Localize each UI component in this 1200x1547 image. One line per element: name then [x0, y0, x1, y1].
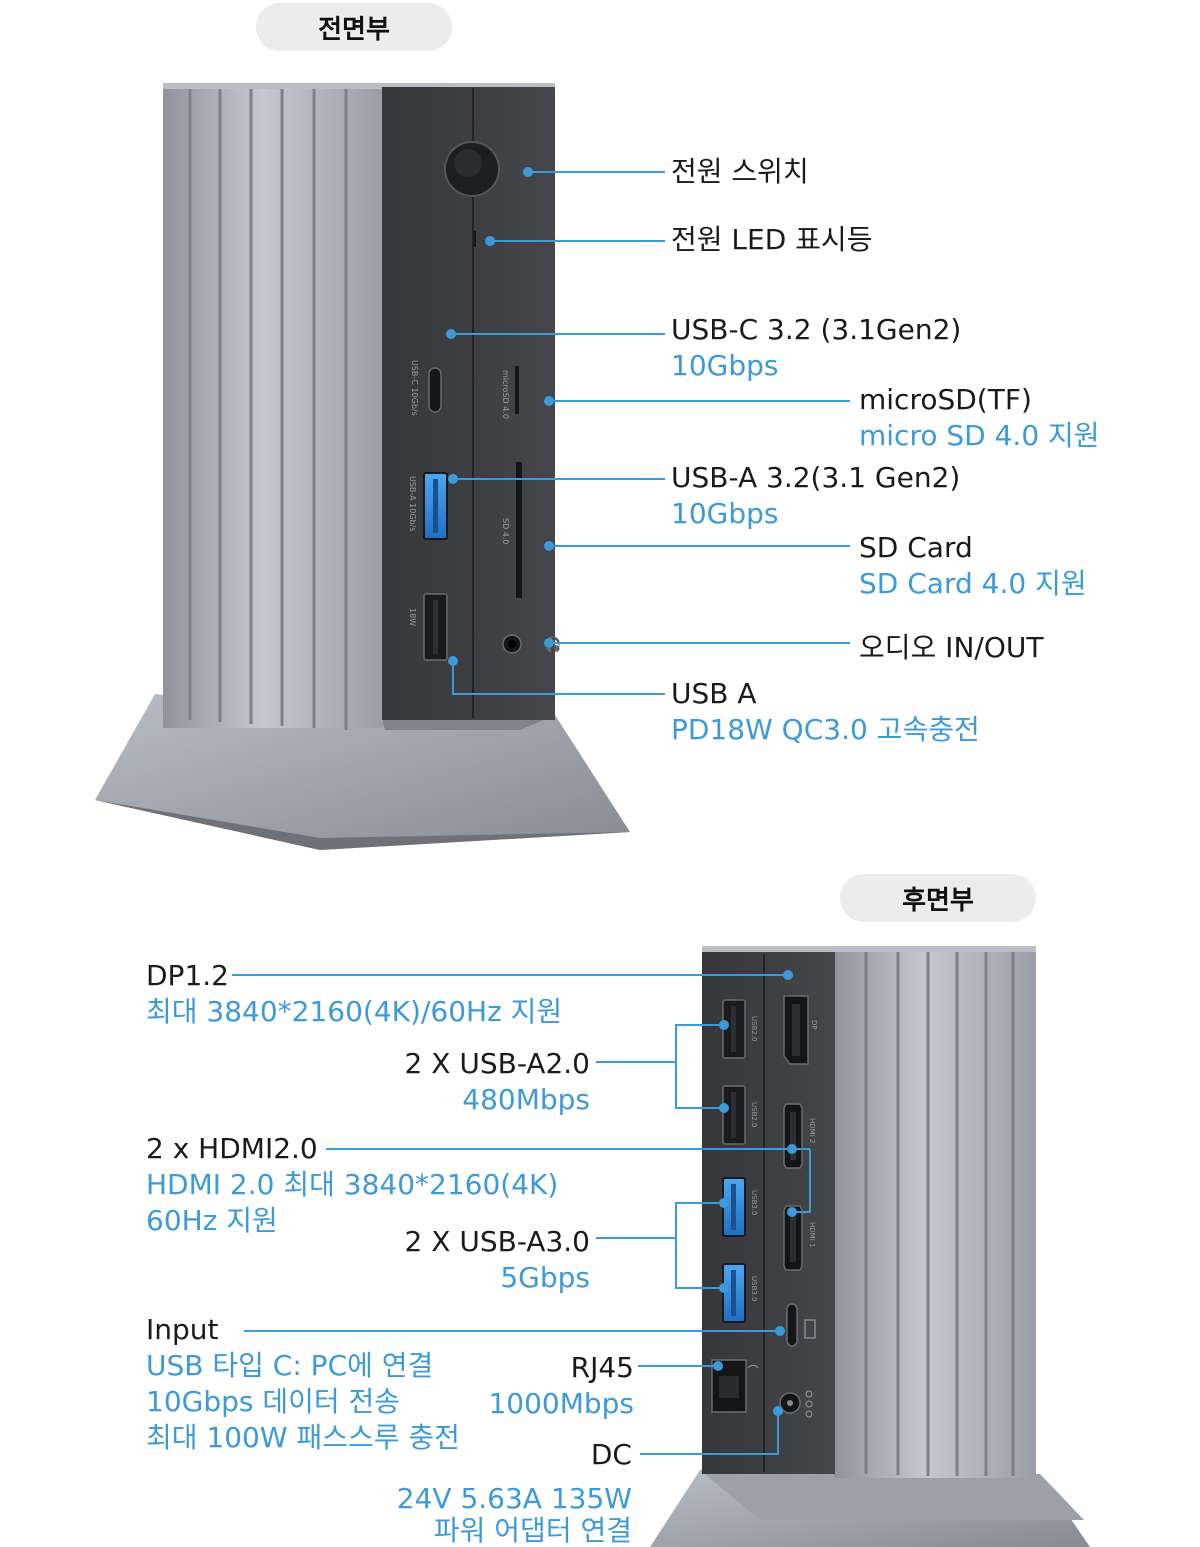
callout-dc: DC 24V 5.63A 135W 파워 어댑터 연결	[397, 1437, 632, 1547]
callout-usba-front-sub: 10Gbps	[671, 497, 779, 530]
callout-input: Input USB 타입 C: PC에 연결 10Gbps 데이터 전송 최대 …	[146, 1312, 460, 1456]
hdmi-2-port-label: HDMI 2	[808, 1118, 816, 1143]
callout-sd-card-sub: SD Card 4.0 지원	[859, 567, 1087, 600]
callout-usba-charge-sub: PD18W QC3.0 고속충전	[671, 713, 980, 746]
rear-usb2-port-1-label: USB2.0	[750, 1016, 758, 1042]
front-usbc-port-icon	[428, 367, 442, 413]
callout-hdmi-sub2: 60Hz 지원	[146, 1204, 278, 1237]
callout-dp: DP1.2 최대 3840*2160(4K)/60Hz 지원	[146, 958, 562, 1030]
front-callout-lines	[446, 167, 850, 695]
callout-input-sub3: 최대 100W 패스스루 충전	[146, 1421, 460, 1454]
callout-usbc-front-sub: 10Gbps	[671, 349, 779, 382]
hdmi-1-port-label: HDMI 1	[808, 1222, 816, 1247]
callout-usb3: 2 X USB-A3.0 5Gbps	[405, 1224, 590, 1296]
callout-sd-card-title: SD Card	[859, 531, 973, 564]
callout-dc-sub2: 파워 어댑터 연결	[433, 1514, 632, 1547]
front-device: USB-C 10Gb/s microSD 4.0 USB-A 10Gb/s SD…	[95, 83, 630, 850]
network-icon	[747, 1364, 759, 1369]
callout-usb3-sub: 5Gbps	[500, 1261, 590, 1294]
microsd-slot-label: microSD 4.0	[501, 370, 510, 419]
callout-rj45-title: RJ45	[570, 1351, 634, 1384]
power-led-icon	[473, 231, 476, 247]
callout-input-sub1: USB 타입 C: PC에 연결	[146, 1349, 434, 1382]
callout-rj45: RJ45 1000Mbps	[488, 1350, 634, 1422]
callout-audio: 오디오 IN/OUT	[859, 630, 1043, 666]
callout-power-switch: 전원 스위치	[671, 154, 809, 190]
rear-usb3-port-2-label: USB3.0	[750, 1276, 758, 1302]
callout-dc-title: DC	[590, 1438, 632, 1471]
callout-audio-title: 오디오 IN/OUT	[859, 631, 1044, 664]
rear-usb2-port-2-label: USB2.0	[750, 1102, 758, 1128]
callout-power-led-title: 전원 LED 표시등	[671, 223, 873, 256]
callout-dp-sub: 최대 3840*2160(4K)/60Hz 지원	[146, 995, 563, 1028]
rear-section-title: 후면부	[902, 885, 974, 916]
microsd-slot-icon	[515, 366, 519, 414]
callout-input-title: Input	[146, 1313, 219, 1346]
callout-usba-front-title: USB-A 3.2(3.1 Gen2)	[671, 461, 961, 494]
rear-cooling-fins	[702, 946, 1036, 1478]
callout-microsd: microSD(TF) micro SD 4.0 지원	[859, 382, 1100, 454]
callout-hdmi-sub1: HDMI 2.0 최대 3840*2160(4K)	[146, 1168, 559, 1201]
front-charge-port-label: 18W	[408, 608, 417, 626]
front-usbc-port-label: USB-C 10Gb/s	[410, 360, 419, 416]
front-usba-port-label: USB-A 10Gb/s	[408, 476, 417, 531]
rear-usbc-input-port-icon	[786, 1303, 798, 1347]
callout-dp-title: DP1.2	[146, 959, 229, 992]
callout-usb2-title: 2 X USB-A2.0	[404, 1047, 590, 1080]
rear-usb3-port-1-label: USB3.0	[750, 1190, 758, 1216]
callout-hdmi-title: 2 x HDMI2.0	[146, 1132, 318, 1165]
callout-dc-sub1: 24V 5.63A 135W	[396, 1482, 632, 1515]
laptop-icon	[804, 1319, 816, 1339]
callout-usb2-sub: 480Mbps	[462, 1083, 590, 1116]
front-cooling-fins	[163, 83, 555, 730]
callout-usb2: 2 X USB-A2.0 480Mbps	[405, 1046, 590, 1118]
rear-device: USB2.0 USB2.0 USB3.0 USB3.0 DP HDMI 2 HD…	[650, 946, 1090, 1547]
callout-sd-card: SD Card SD Card 4.0 지원	[859, 530, 1087, 602]
front-section-pill: 전면부	[256, 3, 452, 51]
callout-hdmi: 2 x HDMI2.0 HDMI 2.0 최대 3840*2160(4K) 60…	[146, 1131, 558, 1239]
front-section-title: 전면부	[318, 14, 390, 45]
callout-microsd-title: microSD(TF)	[859, 383, 1032, 416]
callout-usbc-front: USB-C 3.2 (3.1Gen2) 10Gbps	[671, 312, 961, 384]
callout-usba-charge: USB A PD18W QC3.0 고속충전	[671, 676, 980, 748]
callout-microsd-sub: micro SD 4.0 지원	[859, 419, 1100, 452]
dc-polarity-icon	[805, 1390, 813, 1398]
callout-power-switch-title: 전원 스위치	[671, 155, 809, 188]
rear-section-pill: 후면부	[840, 874, 1036, 922]
displayport-label: DP	[810, 1020, 818, 1030]
callout-usb3-title: 2 X USB-A3.0	[404, 1225, 590, 1258]
rear-callout-lines	[232, 970, 811, 1455]
callout-input-sub2: 10Gbps 데이터 전송	[146, 1385, 401, 1418]
callout-power-led: 전원 LED 표시등	[671, 222, 872, 258]
callout-usba-charge-title: USB A	[671, 677, 757, 710]
callout-usbc-front-title: USB-C 3.2 (3.1Gen2)	[671, 313, 962, 346]
sd-card-slot-label: SD 4.0	[501, 518, 510, 545]
callout-usba-front: USB-A 3.2(3.1 Gen2) 10Gbps	[671, 460, 960, 532]
callout-rj45-sub: 1000Mbps	[488, 1387, 634, 1420]
sd-card-slot-icon	[516, 462, 522, 598]
